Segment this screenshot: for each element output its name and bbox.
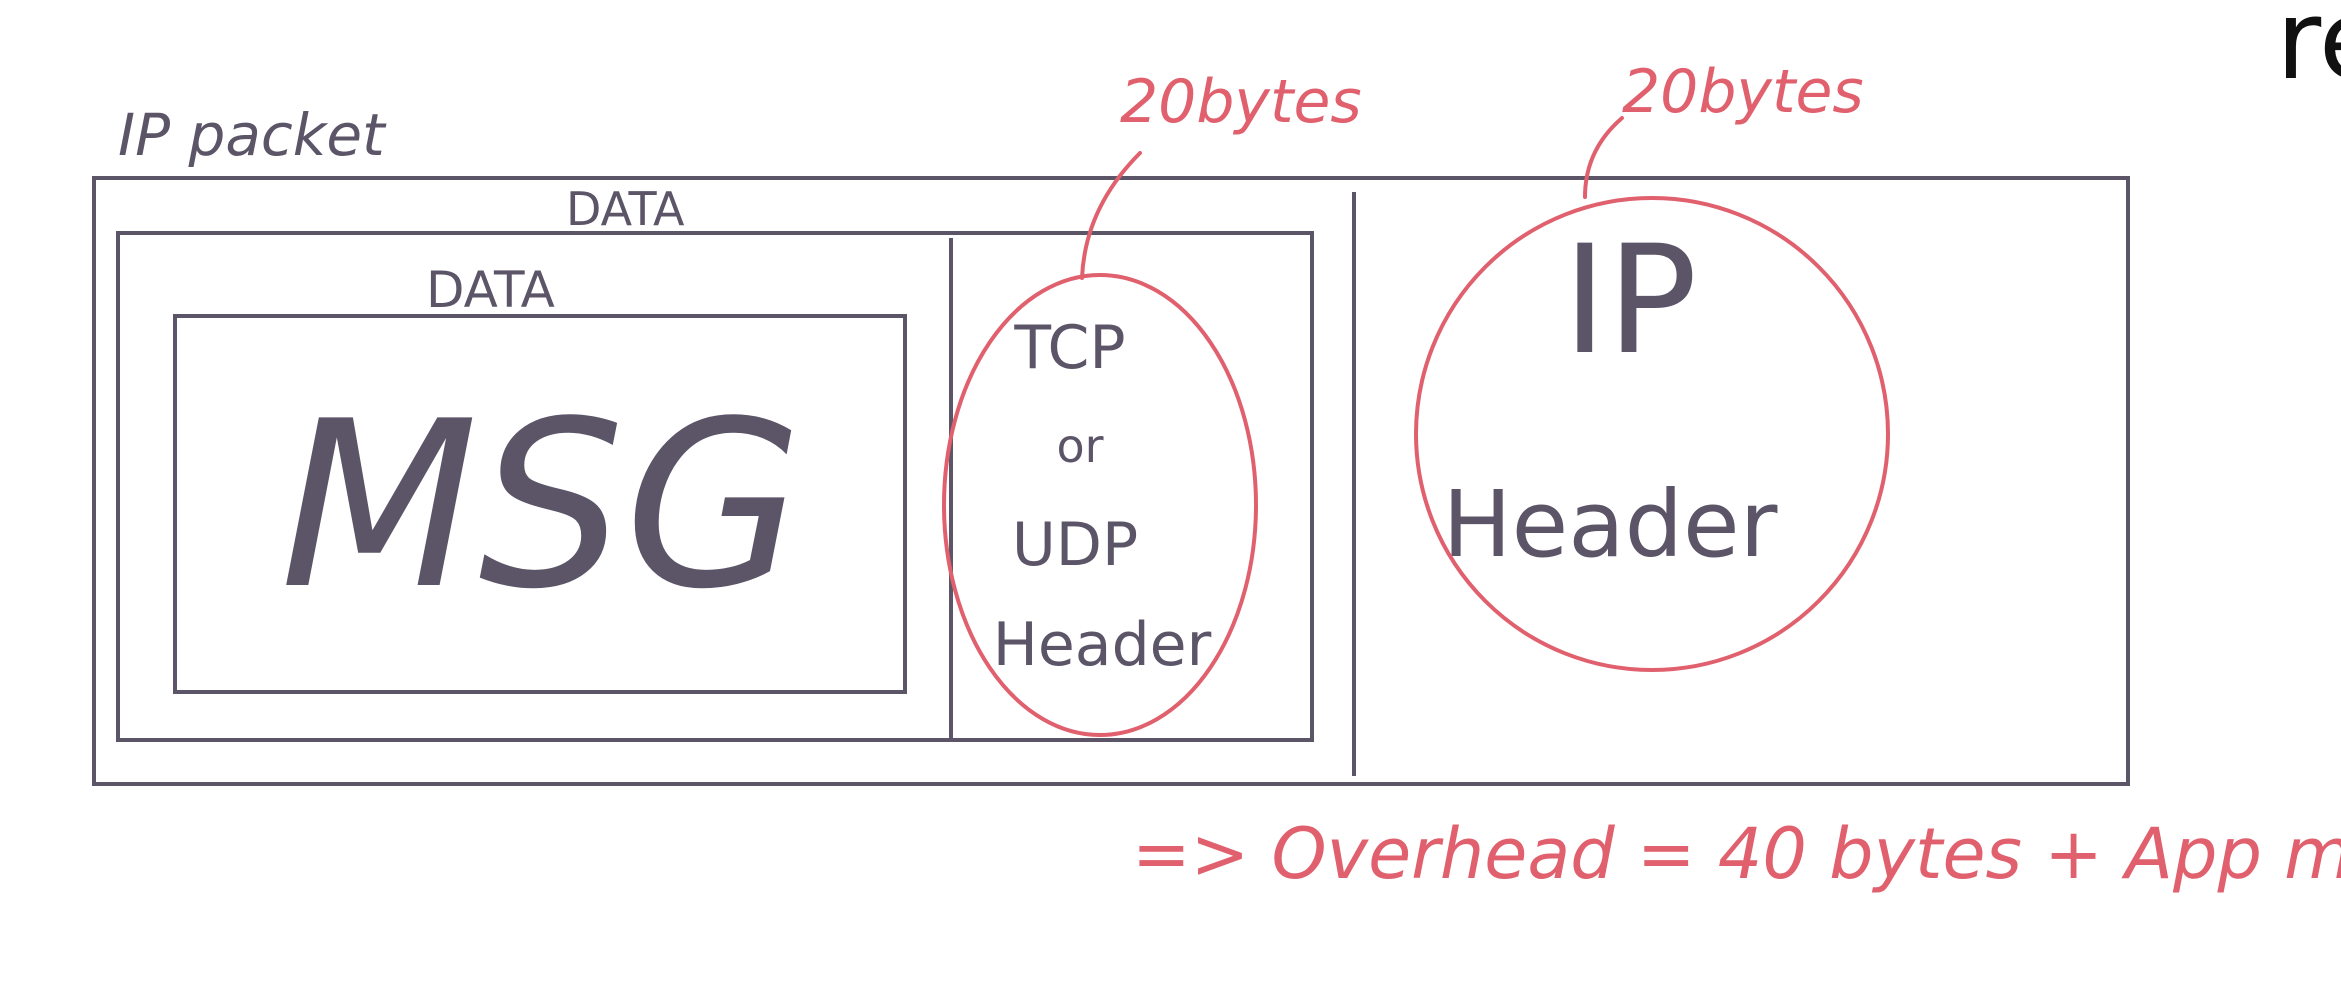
- ip-header-line2: Header: [1443, 471, 1778, 578]
- tcp-udp-header-circle: [942, 273, 1258, 737]
- inner-data-label: DATA: [426, 261, 555, 319]
- ip-size-pointer: [1583, 116, 1624, 199]
- ip-header-line1: IP: [1563, 214, 1698, 388]
- ip-header-circle: [1414, 196, 1890, 672]
- transport-segment-box: [116, 231, 1314, 742]
- ip-packet-box: [92, 176, 2130, 786]
- tcp-udp-line4: Header: [993, 610, 1212, 680]
- tcp-size-label: 20bytes: [1120, 67, 1362, 137]
- ip-packet-label: IP packet: [118, 101, 387, 169]
- tcp-udp-line1: TCP: [1013, 313, 1125, 383]
- tcp-size-pointer: [1080, 151, 1142, 280]
- tcp-udp-line2: or: [1056, 419, 1103, 473]
- cut-off-text: re: [2276, 0, 2341, 104]
- msg-label: MSG: [280, 373, 803, 640]
- overhead-label: => Overhead = 40 bytes + App msg: [1132, 813, 2341, 895]
- ip-size-label: 20bytes: [1622, 57, 1864, 127]
- app-msg-box: [173, 314, 907, 694]
- outer-data-label: DATA: [566, 182, 685, 236]
- tcp-udp-line3: UDP: [1012, 510, 1138, 580]
